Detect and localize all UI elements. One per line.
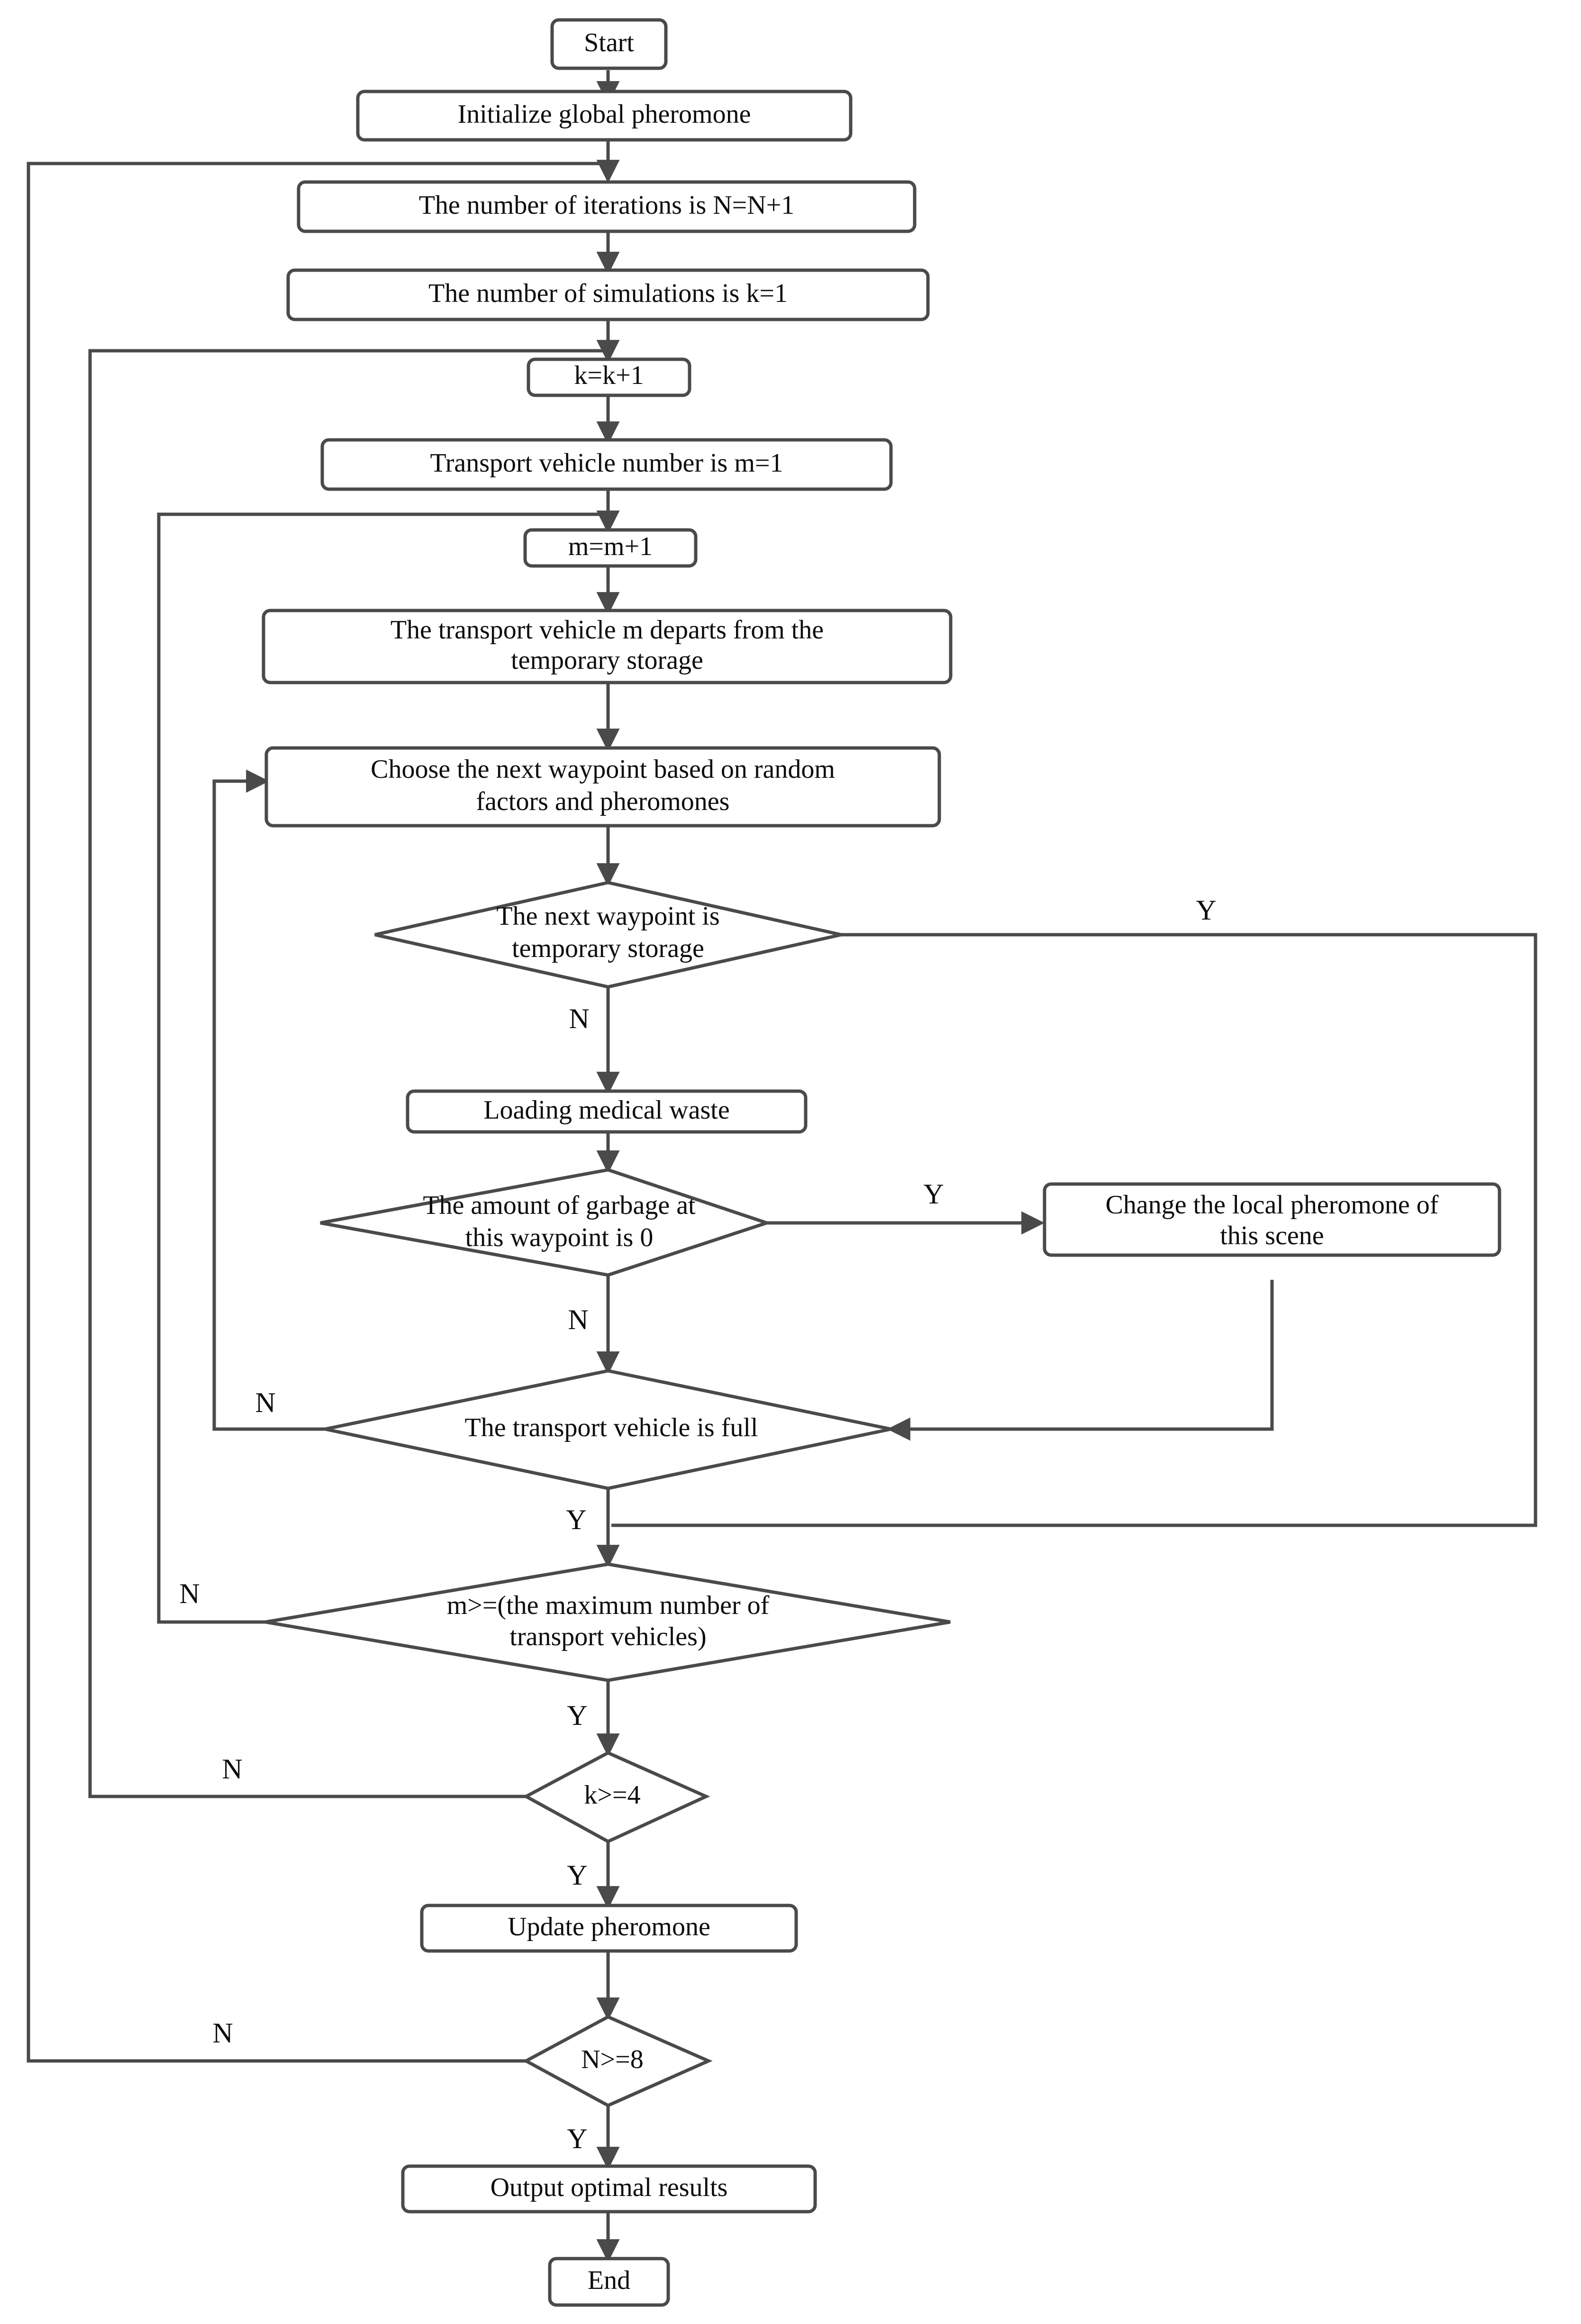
branch-label-mmax-no: N: [179, 1578, 200, 1609]
node-garbage-label-line2: this waypoint is 0: [465, 1223, 654, 1252]
branch-label-nextstorage-no: N: [569, 1003, 589, 1034]
node-n-ge-8[interactable]: N>=8: [522, 2015, 713, 2107]
branch-label-full-yes: Y: [566, 1504, 586, 1535]
branch-label-garbage-no: N: [568, 1304, 588, 1335]
node-iterations-label: The number of iterations is N=N+1: [419, 191, 795, 220]
node-output-optimal-results[interactable]: Output optimal results: [401, 2164, 817, 2214]
node-mmax-label-line2: transport vehicles): [509, 1622, 706, 1651]
node-choose-label-line2: factors and pheromones: [476, 787, 730, 816]
node-departs-label-line1: The transport vehicle m departs from the: [391, 615, 824, 645]
node-kge4-label: k>=4: [584, 1780, 640, 1810]
node-init-label: Initialize global pheromone: [458, 100, 751, 129]
edge-changepheromone-to-full: [887, 1280, 1274, 1441]
node-kinc-label: k=k+1: [574, 361, 644, 390]
node-vehicle-is-full[interactable]: The transport vehicle is full: [325, 1369, 891, 1490]
branch-label-garbage-yes: Y: [923, 1178, 944, 1210]
node-transport-vehicle-number[interactable]: Transport vehicle number is m=1: [320, 438, 893, 491]
node-initialize-global-pheromone[interactable]: Initialize global pheromone: [356, 90, 853, 142]
node-m-max-vehicles[interactable]: m>=(the maximum number of transport vehi…: [265, 1562, 951, 1682]
edge-full-no-to-choose: [212, 769, 325, 1431]
node-garbage-amount-zero[interactable]: The amount of garbage at this waypoint i…: [320, 1168, 772, 1277]
node-changepheromone-label-line1: Change the local pheromone of: [1106, 1190, 1439, 1220]
node-garbage-label-line1: The amount of garbage at: [423, 1191, 696, 1220]
node-nextstorage-label-line2: temporary storage: [512, 934, 704, 963]
node-choose-label-line1: Choose the next waypoint based on random: [371, 755, 835, 784]
node-full-label: The transport vehicle is full: [465, 1413, 758, 1442]
node-vehiclenum-label: Transport vehicle number is m=1: [430, 448, 783, 478]
node-m-increment[interactable]: m=m+1: [523, 528, 698, 568]
node-number-of-simulations[interactable]: The number of simulations is k=1: [286, 268, 930, 321]
branch-label-kge4-no: N: [222, 1753, 242, 1785]
branch-label-kge4-yes: Y: [567, 1859, 587, 1891]
node-changepheromone-label-line2: this scene: [1220, 1221, 1324, 1250]
node-choose-next-waypoint[interactable]: Choose the next waypoint based on random…: [264, 746, 941, 828]
edge-kge4-no-to-kinc: [88, 349, 608, 1798]
edge-nextstorage-yes-return: [611, 933, 1537, 1527]
node-next-waypoint-is-storage[interactable]: The next waypoint is temporary storage: [374, 881, 842, 989]
branch-label-nge8-no: N: [212, 2017, 233, 2049]
edge-nge8-no-to-iterations: [27, 162, 608, 2063]
node-end[interactable]: End: [548, 2257, 670, 2307]
branch-label-nge8-yes: Y: [567, 2123, 587, 2154]
node-simulations-label: The number of simulations is k=1: [428, 279, 788, 308]
node-update-pheromone[interactable]: Update pheromone: [420, 1904, 798, 1953]
edge-mmax-no-to-minc: [157, 512, 608, 1624]
node-mmax-label-line1: m>=(the maximum number of: [447, 1591, 770, 1620]
node-departs-label-line2: temporary storage: [511, 646, 703, 675]
node-k-ge-4[interactable]: k>=4: [522, 1751, 710, 1843]
node-loading-label: Loading medical waste: [483, 1095, 729, 1125]
node-change-local-pheromone[interactable]: Change the local pheromone of this scene: [1043, 1182, 1501, 1257]
node-nge8-label: N>=8: [581, 2045, 644, 2074]
node-loading-medical-waste[interactable]: Loading medical waste: [406, 1089, 808, 1134]
node-start-label: Start: [584, 28, 634, 57]
node-end-label: End: [588, 2266, 630, 2295]
node-number-of-iterations[interactable]: The number of iterations is N=N+1: [297, 180, 917, 233]
node-update-label: Update pheromone: [508, 1912, 710, 1941]
branch-label-mmax-yes: Y: [567, 1700, 587, 1731]
node-output-label: Output optimal results: [491, 2173, 728, 2202]
branch-label-full-no: N: [255, 1387, 275, 1418]
node-nextstorage-label-line1: The next waypoint is: [496, 902, 719, 931]
node-minc-label: m=m+1: [568, 532, 653, 561]
node-start[interactable]: Start: [550, 18, 668, 70]
branch-label-nextstorage-yes: Y: [1196, 894, 1216, 926]
node-vehicle-departs[interactable]: The transport vehicle m departs from the…: [262, 609, 953, 684]
node-k-increment[interactable]: k=k+1: [527, 357, 691, 397]
